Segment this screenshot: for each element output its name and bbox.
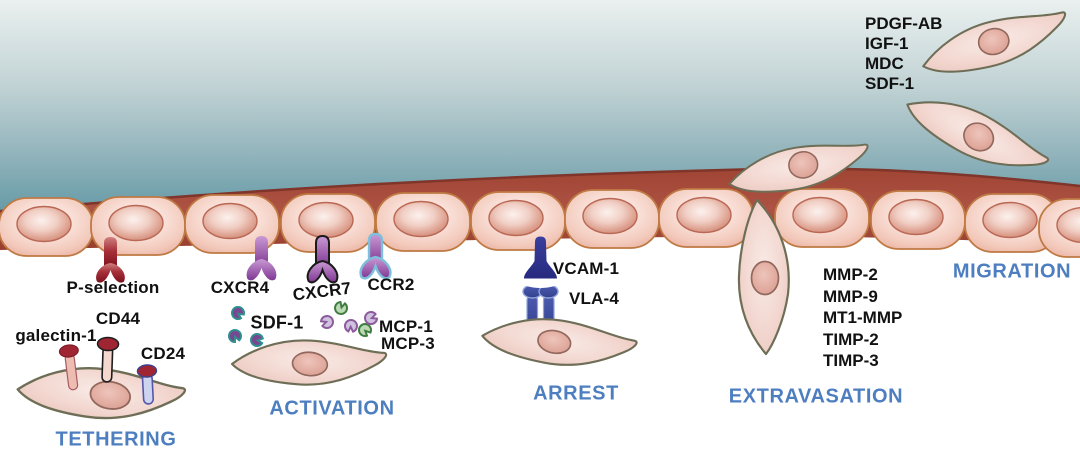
endothelial-cell (1038, 198, 1080, 258)
label-mmp-2: MMP-2 (823, 265, 878, 284)
migrating-cell-lower (899, 77, 1053, 193)
vessel-wall-top-edge (0, 167, 1080, 213)
activation-cell (229, 332, 388, 393)
ccr2-receptor-icon (359, 232, 392, 280)
growth-factor-list: PDGF-AB IGF-1 MDC SDF-1 (865, 14, 942, 94)
adherent-cell-on-wall (725, 137, 873, 199)
label-cd24: CD24 (140, 344, 186, 363)
arrest-cell (478, 305, 640, 381)
tethering-cell (13, 355, 188, 433)
endothelial-cell (184, 194, 280, 254)
endothelial-cell (658, 188, 754, 248)
label-vla-4: VLA-4 (568, 289, 620, 308)
endothelial-cell (870, 190, 966, 250)
endothelial-cell (564, 189, 660, 249)
label-vcam-1: VCAM-1 (552, 259, 620, 278)
endothelial-cell (0, 197, 94, 257)
p-selection-receptor-icon (96, 237, 125, 283)
vcam1-receptor-icon (524, 236, 557, 288)
endothelial-cell (964, 193, 1060, 253)
label-sdf-1-top: SDF-1 (865, 74, 915, 93)
label-p-selection: P-selection (66, 278, 160, 297)
stage-label-migration: MIGRATION (952, 260, 1072, 283)
label-mmp-9: MMP-9 (823, 286, 878, 306)
endothelial-cell (774, 188, 870, 248)
stage-label-activation: ACTIVATION (269, 397, 395, 420)
label-galectin-1: galectin-1 (15, 326, 97, 345)
label-pdgf-ab: PDGF-AB (865, 14, 943, 33)
label-timp-3: TIMP-3 (823, 351, 879, 370)
stage-label-extravasation: EXTRAVASATION (728, 385, 904, 408)
endothelial-cell (375, 192, 471, 252)
label-timp-2: TIMP-2 (823, 329, 879, 349)
label-mcp-3: MCP-3 (381, 334, 435, 353)
label-mt1-mmp: MT1-MMP (823, 308, 903, 327)
stage-label-arrest: ARREST (533, 382, 619, 405)
extravasating-cell (737, 198, 790, 356)
label-ccr2: CCR2 (367, 275, 415, 294)
protease-list: MMP-2 MMP-9 MT1-MMP TIMP-2 TIMP-3 (823, 264, 902, 372)
galectin-1-receptor-icon (58, 344, 79, 391)
endothelium-row (0, 188, 1080, 258)
mcp-chemokines (317, 300, 381, 339)
label-cd44: CD44 (95, 309, 141, 328)
label-igf-1: IGF-1 (865, 34, 909, 53)
migrating-cell-top (916, 5, 1074, 82)
endothelial-cell (470, 191, 566, 251)
label-mcp-1: MCP-1 (379, 317, 433, 336)
cd24-receptor-icon (136, 364, 158, 405)
label-sdf-1: SDF-1 (250, 312, 304, 333)
stage-label-tethering: TETHERING (55, 428, 177, 451)
label-cxcr4: CXCR4 (210, 278, 270, 297)
label-mdc: MDC (865, 54, 904, 73)
cxcr7-receptor-icon (306, 234, 339, 284)
cd44-receptor-icon (96, 336, 120, 383)
cxcr4-receptor-icon (246, 236, 277, 281)
